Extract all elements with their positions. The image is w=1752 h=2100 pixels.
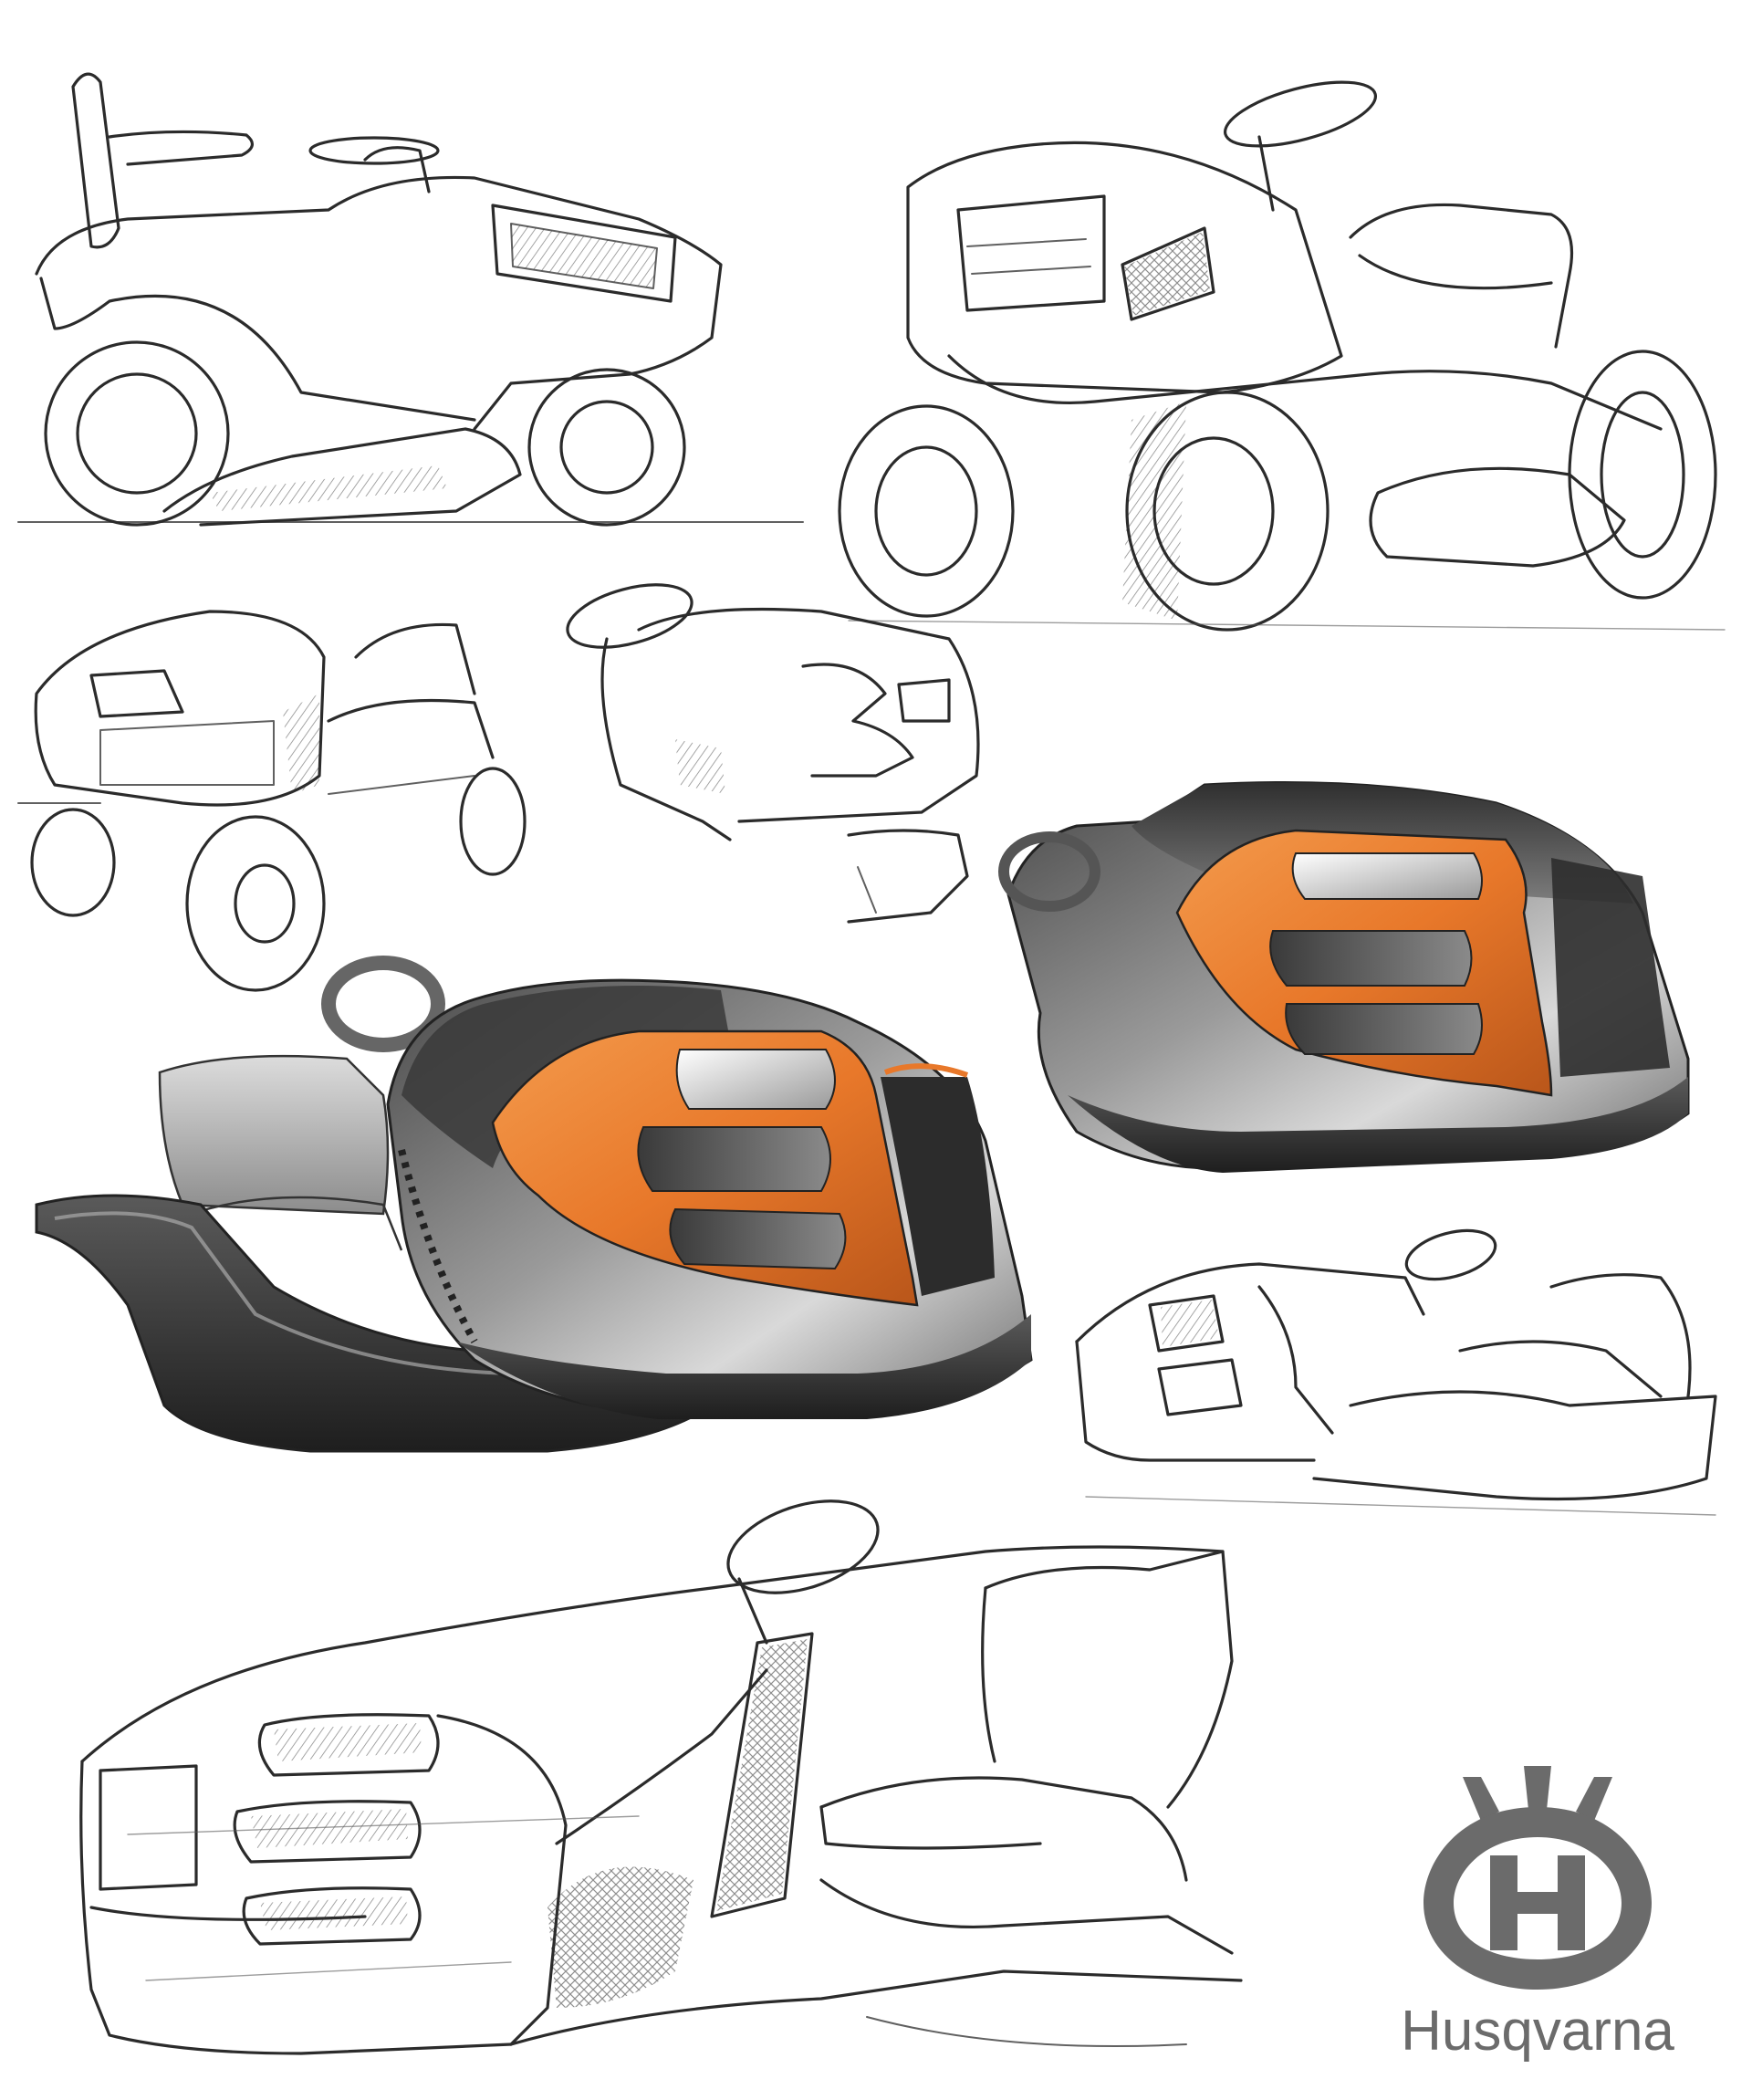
brand-wordmark: Husqvarna bbox=[1401, 2000, 1674, 2063]
side-view-line-sketch bbox=[17, 72, 804, 527]
rendered-hood-main bbox=[35, 956, 1033, 1453]
large-bottom-line-sketch bbox=[79, 1499, 1243, 2055]
rendered-hood-right bbox=[998, 781, 1690, 1173]
seat-hood-small-sketch bbox=[1075, 1228, 1717, 1516]
front-hood-small-sketch bbox=[17, 610, 527, 992]
front-three-quarter-line-sketch bbox=[838, 80, 1726, 632]
husqvarna-logo: Husqvarna bbox=[1373, 1766, 1702, 2063]
husqvarna-crown-h-icon bbox=[1424, 1766, 1652, 1990]
hood-with-steering-small-sketch bbox=[566, 583, 980, 924]
